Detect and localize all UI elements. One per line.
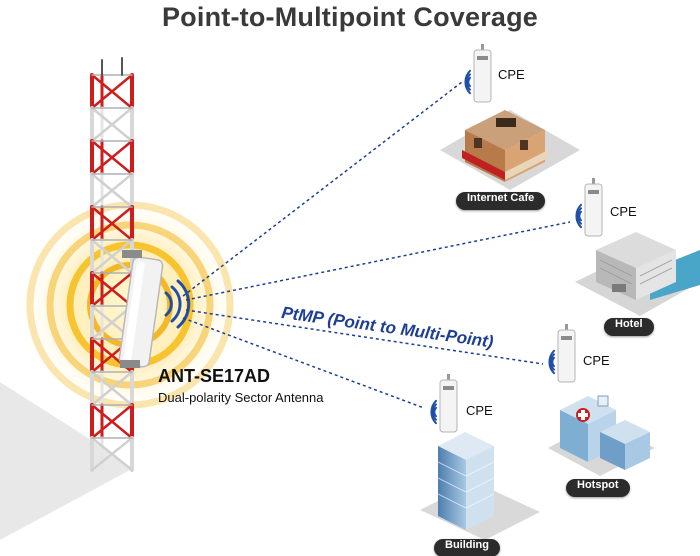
antenna-description: Dual-polarity Sector Antenna (158, 390, 324, 405)
cpe-device-hotel (575, 178, 603, 237)
diagram-title: Point-to-Multipoint Coverage (161, 2, 539, 32)
site-badge-hotspot: Hotspot (566, 479, 630, 497)
link-internet-cafe (182, 81, 463, 297)
site-badge-building: Building (434, 539, 500, 556)
cpe-label-internet-cafe: CPE (498, 67, 525, 82)
link-hotel (185, 221, 571, 301)
antenna-model: ANT-SE17AD (158, 366, 271, 386)
tower-shadow (0, 382, 130, 540)
internet-cafe-building (440, 110, 580, 190)
antenna-wifi-icon (164, 279, 191, 329)
site-badge-hotel: Hotel (604, 318, 654, 336)
wifi-icon (464, 69, 471, 95)
sector-antenna (118, 250, 164, 368)
site-badge-internet-cafe: Internet Cafe (456, 192, 546, 210)
ptmp-links (182, 81, 571, 409)
cpe-label-hotspot: CPE (583, 353, 610, 368)
cpe-device-building (430, 374, 458, 433)
cpe-devices (430, 44, 603, 433)
hotspot-building (548, 395, 655, 476)
cpe-label-building: CPE (466, 403, 493, 418)
hotel-building (575, 232, 700, 316)
wifi-icon (430, 399, 437, 425)
link-hotspot (185, 309, 544, 365)
cpe-label-hotel: CPE (610, 204, 637, 219)
wifi-icon (548, 349, 555, 375)
cpe-device-hotspot (548, 324, 576, 383)
office-building (420, 432, 540, 540)
link-building (182, 317, 425, 409)
wifi-icon (575, 203, 582, 229)
cpe-device-internet-cafe (464, 44, 492, 103)
